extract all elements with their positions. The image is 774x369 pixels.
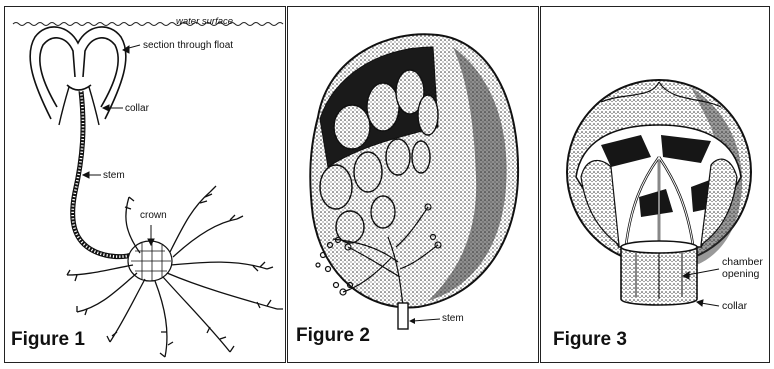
chamber-opening-label-line1: chamber: [722, 257, 763, 268]
collar-label: collar: [125, 103, 149, 114]
stem-shape: [398, 303, 408, 329]
water-surface-line: [13, 23, 283, 26]
crown-label: crown: [140, 210, 167, 221]
figure-3-panel: chamber opening collar Figure 3: [540, 6, 770, 363]
tentacles: [67, 186, 283, 357]
collar-shape: [621, 241, 697, 305]
float-section-label: section through float: [143, 40, 233, 51]
figure-1-panel: water surface section through float coll…: [4, 6, 286, 363]
figure-2-title: Figure 2: [296, 325, 370, 347]
figure-2-drawing: [288, 7, 539, 363]
stem-label: stem: [103, 170, 125, 181]
figure-1-drawing: [5, 7, 286, 363]
figure-1-title: Figure 1: [11, 329, 85, 351]
stem-label: stem: [442, 313, 464, 324]
figure-2-panel: stem Figure 2: [287, 6, 539, 363]
figure-3-title: Figure 3: [553, 329, 627, 351]
chamber-opening-label-line2: opening: [722, 269, 759, 280]
water-surface-label: water surface: [176, 16, 233, 27]
collar-label: collar: [722, 301, 747, 312]
float-section: [30, 27, 126, 119]
